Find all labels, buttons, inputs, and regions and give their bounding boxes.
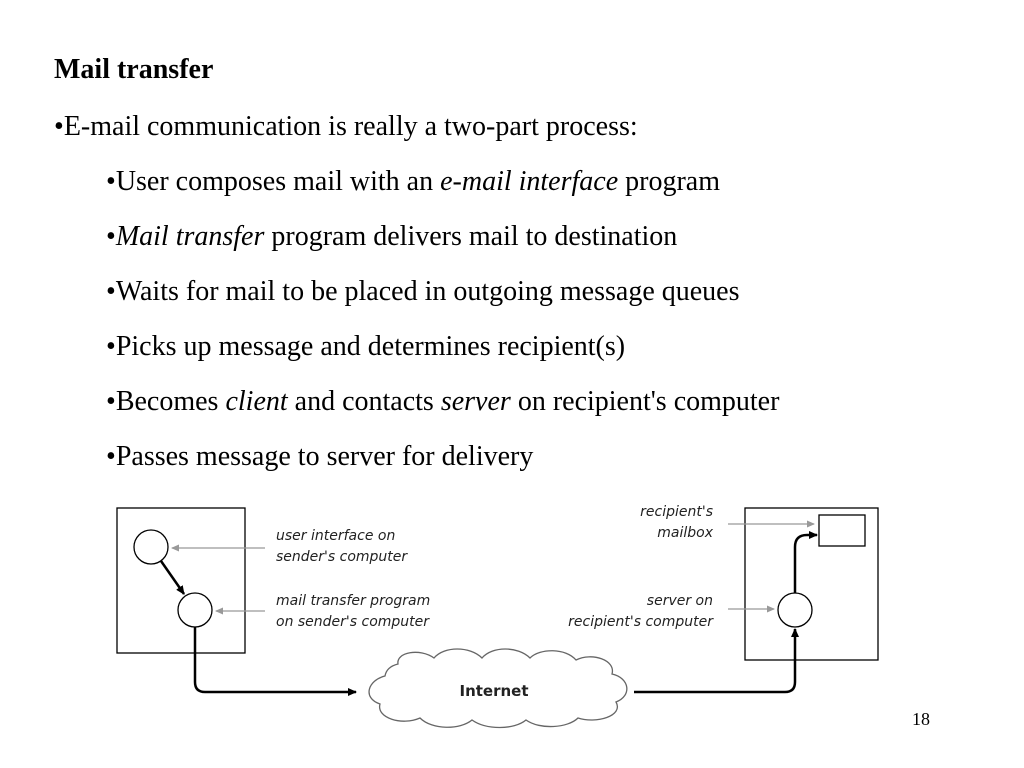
bullet-item: •Waits for mail to be placed in outgoing… (106, 274, 740, 310)
bullet-glyph: • (106, 221, 116, 252)
bullet-item: •Picks up message and determines recipie… (106, 329, 625, 365)
bullet-text: E-mail communication is really a two-par… (63, 111, 638, 142)
bullet-text-emphasis: server (440, 386, 511, 417)
recipient-computer-box (744, 507, 879, 661)
server-label-line1: server on (647, 593, 713, 609)
bullet-text-emphasis: client (225, 386, 288, 417)
recipient-mailbox-label-line1: recipient's (640, 504, 713, 520)
server-node (777, 592, 813, 628)
user-interface-label-line1: user interface on (276, 528, 395, 544)
bullet-text: program (618, 166, 721, 197)
bullet-glyph: • (106, 441, 116, 472)
bullet-text: User composes mail with an (115, 166, 441, 197)
user-interface-label-line2: sender's computer (276, 549, 408, 565)
bullet-glyph: • (106, 386, 116, 417)
bullet-glyph: • (106, 276, 116, 307)
bullet-glyph: • (54, 111, 64, 142)
bullet-item: •User composes mail with an e-mail inter… (106, 164, 720, 200)
bullet-item: •Becomes client and contacts server on r… (106, 384, 779, 420)
mail-transfer-label-line1: mail transfer program (276, 593, 430, 609)
bullet-item: •E-mail communication is really a two-pa… (54, 109, 638, 145)
internet-cloud (368, 648, 628, 729)
mail-transfer-node (177, 592, 213, 628)
bullet-item: •Passes message to server for delivery (106, 439, 533, 475)
bullet-text-emphasis: Mail transfer (115, 221, 265, 252)
bullet-text: Becomes (115, 386, 226, 417)
send-path (193, 627, 357, 696)
mail-transfer-label-line2: on sender's computer (276, 614, 430, 630)
bullet-text: program delivers mail to destination (264, 221, 678, 252)
bullet-text: on recipient's computer (510, 386, 780, 417)
bullet-glyph: • (106, 166, 116, 197)
recipient-mailbox-label-line2: mailbox (657, 525, 713, 541)
user-interface-node (133, 529, 169, 565)
sender-computer-box (116, 507, 246, 654)
slide-title: Mail transfer (54, 54, 214, 85)
server-label-line2: recipient's computer (568, 614, 714, 630)
bullet-glyph: • (106, 331, 116, 362)
receive-path (634, 628, 799, 694)
bullet-text: Waits for mail to be placed in outgoing … (115, 276, 740, 307)
bullet-text: Passes message to server for delivery (115, 441, 534, 472)
bullet-item: •Mail transfer program delivers mail to … (106, 219, 677, 255)
bullet-text: and contacts (287, 386, 441, 417)
compose-arrow (159, 560, 186, 595)
internet-label: Internet (459, 682, 528, 700)
page-number: 18 (912, 709, 930, 729)
deliver-arrow (793, 531, 818, 593)
bullet-text-emphasis: e-mail interface (440, 166, 619, 197)
bullet-text: Picks up message and determines recipien… (115, 331, 626, 362)
recipient-mailbox (818, 514, 866, 547)
